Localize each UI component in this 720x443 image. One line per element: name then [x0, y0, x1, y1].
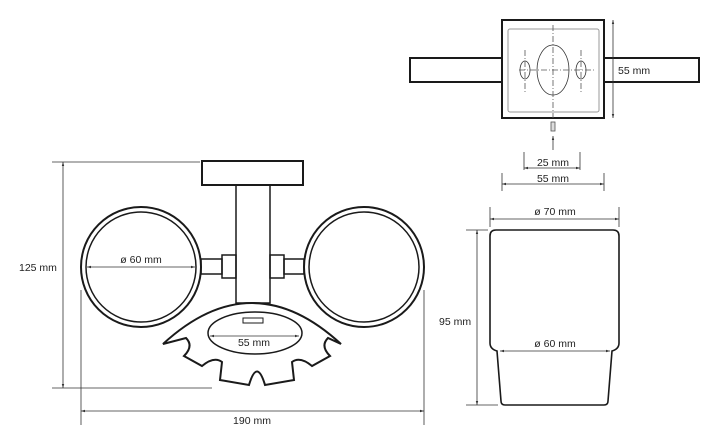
cup-top-diameter-label: ø 70 mm [534, 206, 576, 218]
right-cup-ring [303, 206, 425, 328]
ring-diameter-label: ø 60 mm [120, 254, 162, 266]
plate-height-label: 55 mm [618, 65, 650, 77]
top-view: 55 mm 25 mm 55 mm [409, 19, 700, 191]
soap-dish-label: 55 mm [238, 337, 270, 349]
soap-dish-dimension: 55 mm [210, 334, 299, 349]
left-bar [409, 57, 503, 83]
left-arm [200, 258, 223, 275]
front-view: 125 mm 190 mm ø 60 mm 55 mm [19, 160, 425, 427]
plate-inner [507, 28, 600, 113]
right-connector [269, 254, 285, 279]
cup-top-diameter-dimension: ø 70 mm [489, 206, 620, 227]
right-arm [283, 258, 305, 275]
height-label: 125 mm [19, 262, 57, 274]
cup-bottom-diameter-label: ø 60 mm [534, 338, 576, 350]
cup-height-dimension: 95 mm [439, 229, 498, 406]
plate-width-label: 55 mm [537, 173, 569, 185]
cup-outline [489, 229, 620, 406]
left-cup-ring [80, 206, 202, 328]
cup-view: ø 70 mm 95 mm ø 60 mm [439, 206, 620, 406]
post [235, 184, 271, 304]
width-label: 190 mm [233, 415, 271, 427]
wall-plate [201, 160, 304, 186]
set-screw [550, 121, 556, 132]
soap-dish [162, 302, 342, 387]
cup-bottom-diameter-dimension: ø 60 mm [500, 338, 610, 353]
left-connector [221, 254, 237, 279]
plate-width-dimension: 55 mm [501, 173, 605, 191]
hole-spacing-dimension: 25 mm [523, 152, 581, 170]
plate-height-dimension: 55 mm [611, 20, 650, 118]
hole-spacing-label: 25 mm [537, 157, 569, 169]
height-dimension: 125 mm [19, 161, 212, 389]
ring-diameter-dimension: ø 60 mm [87, 254, 195, 269]
cup-height-label: 95 mm [439, 316, 471, 328]
width-dimension: 190 mm [80, 290, 425, 427]
